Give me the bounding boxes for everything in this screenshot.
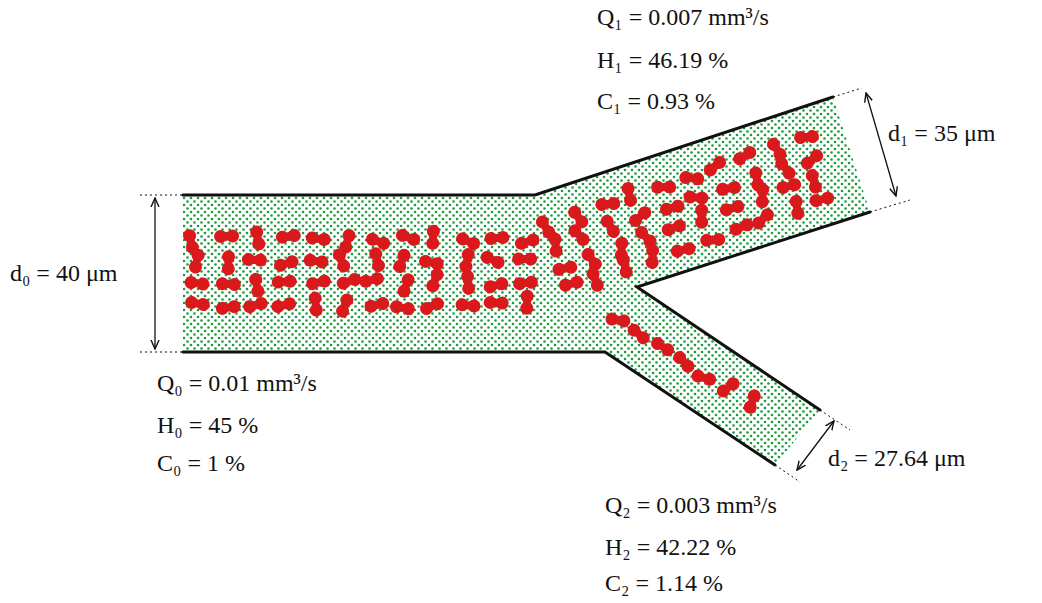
dimension-arrows [155,93,896,470]
hematocrit-label: H₀ = 45 % [157,411,258,439]
concentration-label: C₀ = 1 % [157,449,245,477]
vessel-walls [183,97,870,465]
flow-label: Q₁ = 0.007 mm³/s [597,3,769,31]
flow-label: Q₂ = 0.003 mm³/s [605,491,777,519]
extension-lines [140,88,910,482]
plasma-fill [183,97,870,465]
flow-label: Q₀ = 0.01 mm³/s [157,369,317,397]
concentration-label: C₁ = 0.93 % [597,87,715,115]
diameter-label: d₁ = 35 μm [888,119,995,147]
concentration-label: C₂ = 1.14 % [605,569,723,597]
diameter-label: d₀ = 40 μm [10,259,117,287]
hematocrit-label: H₁ = 46.19 % [597,46,728,74]
diameter-label: d₂ = 27.64 μm [828,444,965,472]
hematocrit-label: H₂ = 42.22 % [605,533,736,561]
